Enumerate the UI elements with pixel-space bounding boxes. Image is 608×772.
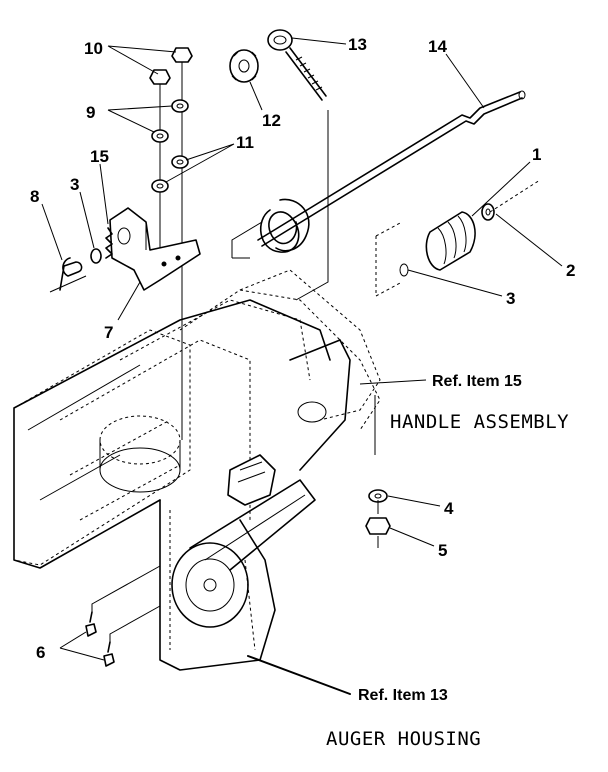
callout-15: 15 [90,147,109,166]
callout-11: 11 [236,133,254,152]
callout-3-right: 3 [506,289,515,308]
chute-bracket [109,207,201,291]
callout-8: 8 [30,187,39,206]
callout-9: 9 [86,103,95,122]
callout-13: 13 [348,35,367,54]
callout-2: 2 [566,261,575,280]
callout-1: 1 [532,145,541,164]
spring-15 [105,227,113,259]
washer-nut-4-5 [365,489,391,548]
callout-3-left: 3 [70,175,79,194]
callout-labels: 10 9 11 12 13 14 15 8 3 7 1 2 3 4 5 6 [30,35,575,662]
ref-item-13: Ref. Item 13 [358,687,448,704]
washer-12 [229,49,259,83]
chute-control-rod [231,90,526,259]
bushing-assembly [375,179,541,297]
callout-7: 7 [104,323,113,342]
callout-14: 14 [428,37,447,56]
callout-5: 5 [438,541,447,560]
ref-item-15: Ref. Item 15 [432,373,522,390]
callout-6: 6 [36,643,45,662]
auger-housing-label: AUGER HOUSING [326,728,481,750]
callout-10: 10 [84,39,103,58]
handle-assembly-label: HANDLE ASSEMBLY [390,411,569,433]
leader-lines [41,37,563,695]
reference-labels: Ref. Item 15 HANDLE ASSEMBLY Ref. Item 1… [326,373,569,750]
carriage-bolts-6 [85,565,161,667]
callout-4: 4 [444,499,454,518]
auger-housing-drawing [13,269,381,671]
hairpin-and-washer [49,248,102,293]
callout-12: 12 [262,111,281,130]
hardware-stack [149,47,193,440]
eyebolt [267,29,329,301]
